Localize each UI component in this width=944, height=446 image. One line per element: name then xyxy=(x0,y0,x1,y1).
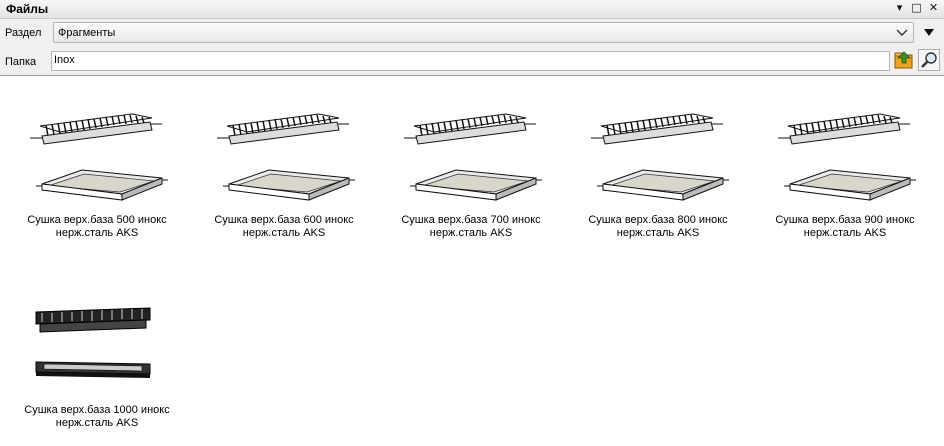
file-thumbnail xyxy=(403,113,543,201)
file-caption: Сушка верх.база 600 инокс нерж.сталь AKS xyxy=(204,214,364,240)
section-label: Раздел xyxy=(5,27,42,39)
file-item[interactable]: Сушка верх.база 900 инокс нерж.сталь AKS xyxy=(765,96,925,240)
file-caption-line1: Сушка верх.база 700 инокс xyxy=(401,214,541,226)
section-value: Фрагменты xyxy=(58,27,116,39)
file-caption-line2: нерж.сталь AKS xyxy=(429,227,513,239)
file-caption: Сушка верх.база 1000 инокс нерж.сталь AK… xyxy=(17,404,177,430)
magnifier-icon[interactable] xyxy=(918,49,940,71)
chevron-down-icon[interactable] xyxy=(894,24,910,41)
file-caption-line2: нерж.сталь AKS xyxy=(55,227,139,239)
file-item[interactable]: Сушка верх.база 600 инокс нерж.сталь AKS xyxy=(204,96,364,240)
folder-label: Папка xyxy=(5,56,37,68)
section-row: Раздел Фрагменты xyxy=(0,20,944,47)
file-item[interactable]: Сушка верх.база 500 инокс нерж.сталь AKS xyxy=(17,96,177,240)
folder-up-icon[interactable] xyxy=(893,49,915,71)
file-thumbnail xyxy=(777,113,917,201)
file-item[interactable]: Сушка верх.база 700 инокс нерж.сталь AKS xyxy=(391,96,551,240)
maximize-icon[interactable]: □ xyxy=(911,1,922,14)
file-caption: Сушка верх.база 500 инокс нерж.сталь AKS xyxy=(17,214,177,240)
folder-row: Папка xyxy=(0,49,944,76)
file-caption-line1: Сушка верх.база 600 инокс xyxy=(214,214,354,226)
file-caption: Сушка верх.база 900 инокс нерж.сталь AKS xyxy=(765,214,925,240)
file-caption-line1: Сушка верх.база 500 инокс xyxy=(27,214,167,226)
file-grid: Сушка верх.база 500 инокс нерж.сталь AKS… xyxy=(0,75,944,446)
file-thumbnail xyxy=(29,113,169,201)
window-controls: ▾ □ ✕ xyxy=(893,1,940,15)
file-caption-line2: нерж.сталь AKS xyxy=(616,227,700,239)
file-caption-line2: нерж.сталь AKS xyxy=(55,417,139,429)
folder-path-field[interactable] xyxy=(51,51,941,71)
file-caption-line1: Сушка верх.база 1000 инокс xyxy=(24,404,170,416)
file-caption-line2: нерж.сталь AKS xyxy=(803,227,887,239)
section-select[interactable]: Фрагменты xyxy=(53,22,914,43)
file-item[interactable]: Сушка верх.база 800 инокс нерж.сталь AKS xyxy=(578,96,738,240)
file-thumbnail xyxy=(216,113,356,201)
close-icon[interactable]: ✕ xyxy=(928,1,939,14)
file-thumbnail xyxy=(35,307,151,379)
panel-titlebar: Файлы ▾ □ ✕ xyxy=(0,0,944,19)
folder-path-input[interactable] xyxy=(54,54,854,66)
file-caption: Сушка верх.база 700 инокс нерж.сталь AKS xyxy=(391,214,551,240)
file-item[interactable]: Сушка верх.база 1000 инокс нерж.сталь AK… xyxy=(17,286,177,430)
file-caption-line1: Сушка верх.база 900 инокс xyxy=(775,214,915,226)
file-caption-line1: Сушка верх.база 800 инокс xyxy=(588,214,728,226)
file-caption: Сушка верх.база 800 инокс нерж.сталь AKS xyxy=(578,214,738,240)
pin-icon[interactable]: ▾ xyxy=(896,1,903,14)
file-caption-line2: нерж.сталь AKS xyxy=(242,227,326,239)
panel-title: Файлы xyxy=(6,2,49,16)
file-thumbnail xyxy=(590,113,730,201)
triangle-down-icon[interactable] xyxy=(922,26,936,40)
